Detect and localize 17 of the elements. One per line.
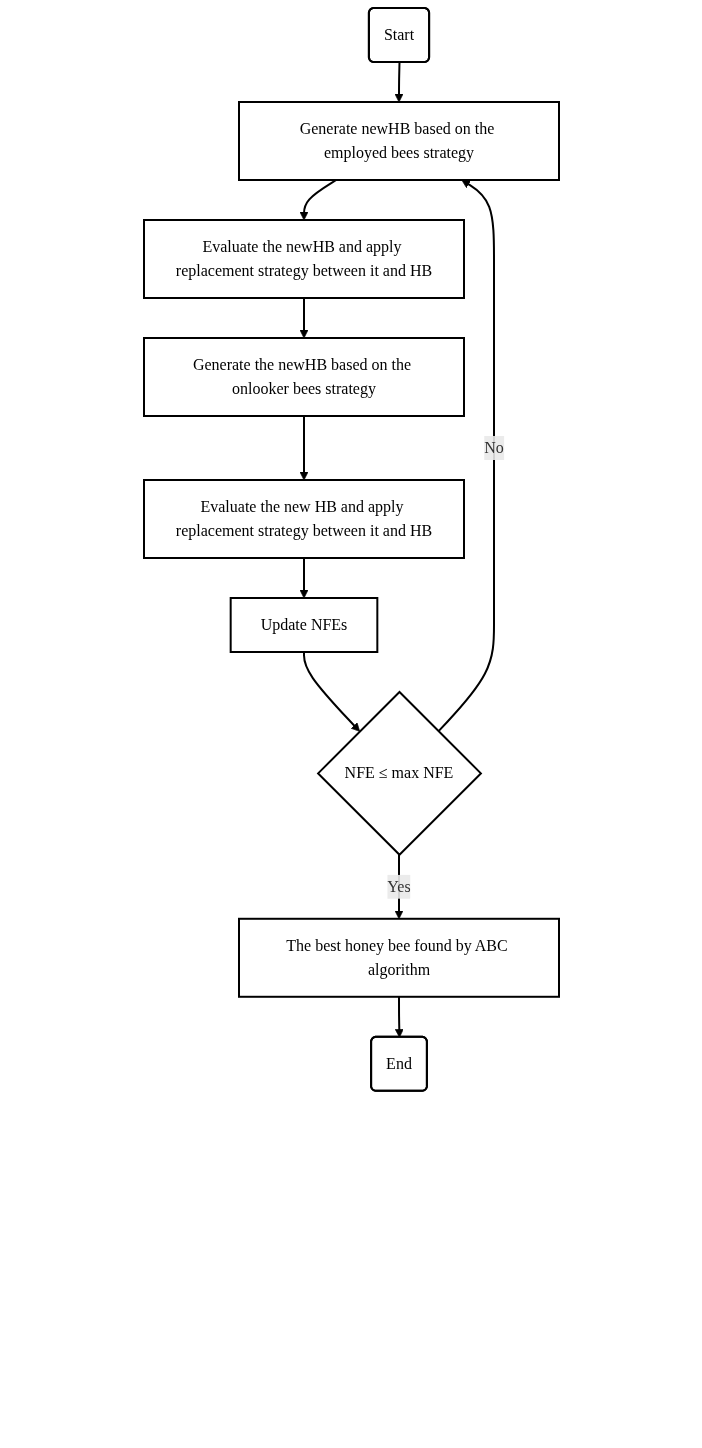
node-diamond: NFE ≤ max NFE <box>316 690 482 857</box>
node-box: The best honey bee found by ABC algorithm <box>237 917 560 998</box>
arrow <box>394 995 404 1038</box>
node-box: Generate the newHB based on the onlooker bees strategy <box>142 337 465 417</box>
edge-label: Yes <box>386 877 411 895</box>
edge-label: No <box>483 439 504 456</box>
node-box: Evaluate the newHB and apply replacement strategy between it and HB <box>142 219 465 299</box>
arrow <box>299 297 308 339</box>
arrow <box>302 651 360 732</box>
arrow <box>394 61 403 103</box>
arrow <box>299 415 308 481</box>
node-box: Update NFEs <box>229 597 378 653</box>
arrow <box>436 179 495 733</box>
node-box: Generate newHB based on the employed bees strategy <box>237 101 560 181</box>
arrow <box>299 557 308 599</box>
arrow <box>299 179 337 221</box>
node-box: Evaluate the new HB and apply replacement strategy between it and HB <box>142 479 465 559</box>
